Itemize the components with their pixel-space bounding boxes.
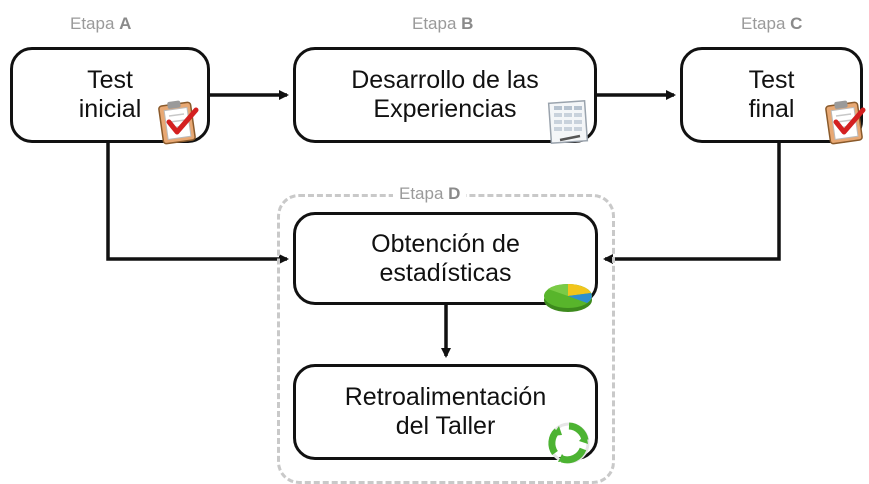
box-test-inicial-line1: Test bbox=[87, 66, 133, 94]
stage-d-label: Etapa D bbox=[393, 184, 467, 204]
box-test-final: Test final bbox=[680, 47, 863, 143]
box-estadisticas-line1: Obtención de bbox=[371, 229, 520, 258]
stage-a-label: Etapa A bbox=[70, 14, 132, 33]
arrow-c-to-d bbox=[603, 142, 781, 264]
clipboard-check-icon bbox=[158, 100, 199, 145]
box-desarrollo-experiencias: Desarrollo de las Experiencias bbox=[293, 47, 597, 143]
box-test-inicial-line2: inicial bbox=[78, 95, 142, 123]
box-desarrollo-line1: Desarrollo de las bbox=[351, 66, 539, 94]
box-retro-line1: Retroalimentación bbox=[344, 383, 547, 411]
box-test-final-line1: Test bbox=[748, 66, 795, 94]
clipboard-check-icon bbox=[825, 100, 866, 145]
pie-chart-icon bbox=[544, 283, 592, 312]
stage-b-label: Etapa B bbox=[412, 14, 474, 33]
stage-c-label: Etapa C bbox=[741, 14, 803, 33]
recycle-icon bbox=[548, 422, 590, 464]
box-retro-line2: del Taller bbox=[395, 412, 496, 440]
arrow-a-to-d bbox=[106, 142, 289, 264]
spreadsheet-icon bbox=[547, 99, 589, 145]
box-retroalimentacion-taller: Retroalimentación del Taller bbox=[293, 364, 598, 460]
box-obtencion-estadisticas: Obtención de estadísticas bbox=[293, 212, 598, 305]
box-test-final-line2: final bbox=[748, 95, 795, 123]
box-desarrollo-line2: Experiencias bbox=[373, 95, 517, 123]
box-estadisticas-line2: estadísticas bbox=[379, 258, 512, 287]
